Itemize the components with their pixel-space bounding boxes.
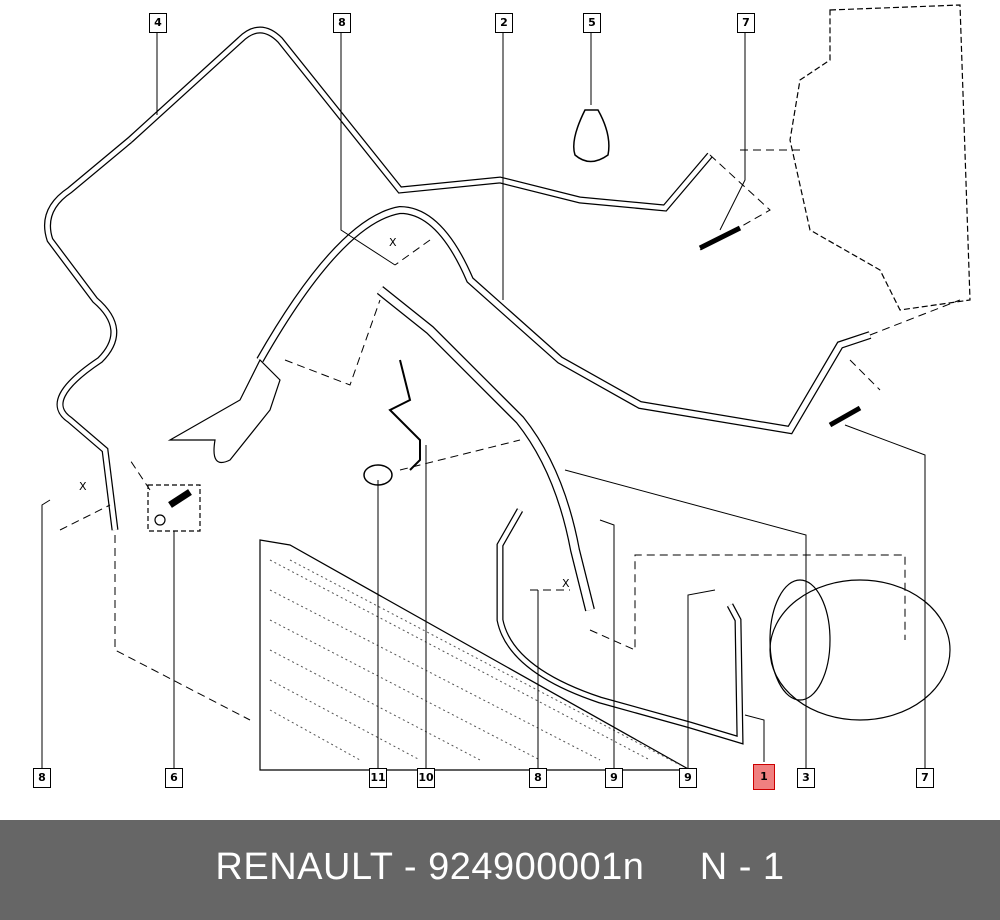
callout-5[interactable]: 5	[583, 13, 601, 33]
callout-2[interactable]: 2	[495, 13, 513, 33]
pressure-switch-box	[147, 484, 201, 532]
callout-9[interactable]: 9	[605, 768, 623, 788]
callout-6[interactable]: 6	[165, 768, 183, 788]
callout-10[interactable]: 10	[417, 768, 435, 788]
diagram-position: N - 1	[699, 846, 785, 888]
dimension-x-marker: X	[79, 480, 87, 493]
callout-8[interactable]: 8	[333, 13, 351, 33]
dimension-x-marker: X	[562, 577, 570, 590]
callout-4[interactable]: 4	[149, 13, 167, 33]
pipe-4	[127, 26, 713, 212]
footer-bar: RENAULT - 924900001n N - 1	[0, 820, 1000, 920]
callout-8[interactable]: 8	[33, 768, 51, 788]
expansion-valve	[167, 358, 281, 464]
callout-8[interactable]: 8	[529, 768, 547, 788]
separator: -	[392, 846, 429, 888]
callout-11[interactable]: 11	[369, 768, 387, 788]
callout-7[interactable]: 7	[916, 768, 934, 788]
callout-9[interactable]: 9	[679, 768, 697, 788]
footer-caption: RENAULT - 924900001n N - 1	[0, 846, 1000, 889]
bolt-7-right	[828, 405, 862, 428]
dimension-x-marker: X	[389, 236, 397, 249]
condenser	[259, 539, 693, 771]
part-number: 924900001n	[428, 846, 645, 888]
compressor	[769, 579, 951, 721]
callout-1-highlighted[interactable]: 1	[753, 764, 775, 790]
brand-name: RENAULT	[215, 846, 393, 888]
callout-7[interactable]: 7	[737, 13, 755, 33]
bracket-10	[388, 359, 421, 471]
ac-pipe-exploded-diagram	[41, 4, 971, 771]
callout-3[interactable]: 3	[797, 768, 815, 788]
pipe-3	[376, 286, 595, 612]
engine-bay	[789, 4, 971, 311]
pipe-2	[256, 205, 872, 435]
bag-5	[573, 109, 610, 163]
